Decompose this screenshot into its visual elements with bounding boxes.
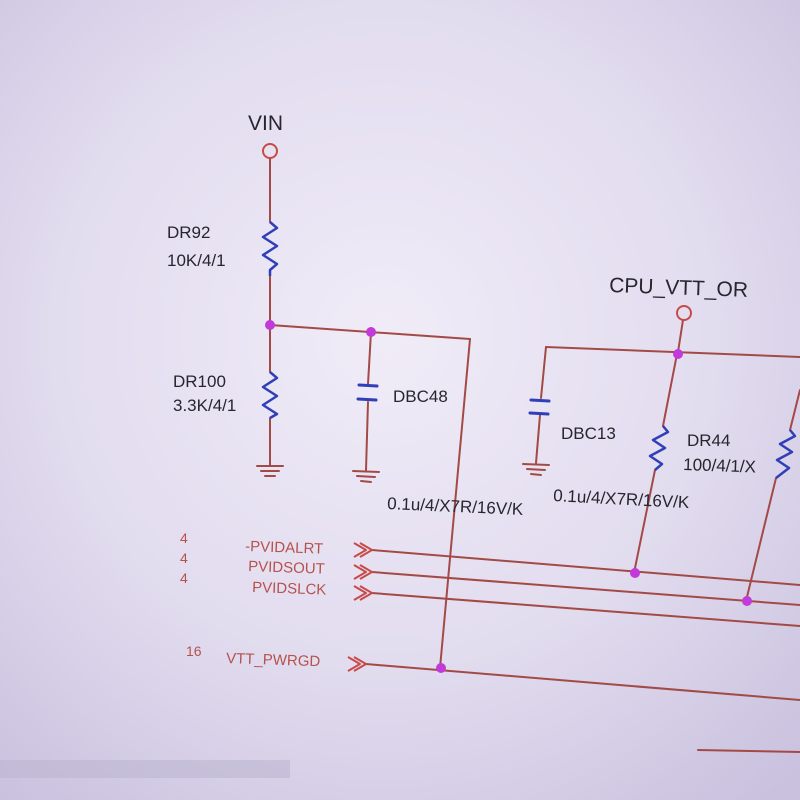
wire-cpu-vtt-drop xyxy=(677,319,684,353)
port-chevrons xyxy=(347,542,373,672)
junctions xyxy=(265,320,752,673)
ground-dbc13 xyxy=(522,463,550,476)
cpu-vtt-or-port-marker xyxy=(676,305,692,321)
wire-dbc48-top xyxy=(367,331,372,385)
dr92-resistor-symbol xyxy=(261,221,279,276)
port-name-pvidalrt: -PVIDALRT xyxy=(245,538,324,558)
dbc48-plate-top xyxy=(357,383,379,388)
port-name-vtt-pwrgd: VTT_PWRGD xyxy=(226,650,321,670)
port-sheet-pvidslck: 4 xyxy=(180,570,188,586)
vtt-pwrgd-port-icon xyxy=(353,656,367,672)
dr44-ref: DR44 xyxy=(687,431,730,450)
capacitors xyxy=(356,383,551,416)
wire-pvidalrt xyxy=(371,549,800,586)
port-name-pvidsout: PVIDSOUT xyxy=(248,558,325,578)
vin-port-marker xyxy=(262,143,278,159)
dr92-ref: DR92 xyxy=(167,223,210,242)
dr100-value: 3.3K/4/1 xyxy=(173,396,236,415)
ground-dr100 xyxy=(256,465,284,477)
net-label-vin: VIN xyxy=(248,112,283,135)
port-name-pvidslck: PVIDSLCK xyxy=(252,579,327,599)
junction-cpu-vtt-node xyxy=(673,349,683,359)
bezel-shadow xyxy=(0,760,290,778)
dbc13-ref: DBC13 xyxy=(561,424,616,443)
wires xyxy=(269,157,800,753)
vtt-pwrgd-port-icon-inner xyxy=(347,656,361,672)
wire-dbc48-bottom xyxy=(365,401,369,471)
wire-bottom-stub xyxy=(697,749,800,753)
resistors xyxy=(261,221,797,479)
pvidslck-port-icon xyxy=(359,585,373,601)
dr44-value: 100/4/1/X xyxy=(683,455,756,477)
junction-divider-node xyxy=(265,320,275,330)
wire-pvidslck xyxy=(371,592,800,627)
dbc48-ref: DBC48 xyxy=(393,387,448,406)
wire-pvidsout xyxy=(371,571,800,606)
right-resistor-symbol xyxy=(775,429,797,479)
pvidalrt-port-icon xyxy=(359,542,373,558)
dr100-ref: DR100 xyxy=(173,372,226,391)
grounds xyxy=(256,463,550,483)
junction-pvidslck-right xyxy=(742,596,752,606)
wire-long-vertical xyxy=(439,338,471,669)
wire-dr44-top xyxy=(662,353,678,427)
dbc48-plate-bottom xyxy=(356,397,378,402)
wire-cpu-vtt-rail xyxy=(545,346,800,358)
dbc13-plate-top xyxy=(529,398,551,403)
wire-dr44-bottom xyxy=(633,469,656,574)
net-label-cpu-vtt-or: CPU_VTT_OR xyxy=(609,274,749,302)
junction-pvidsout-dr44 xyxy=(630,568,640,578)
dr100-resistor-symbol xyxy=(261,371,279,420)
dr44-resistor-symbol xyxy=(648,425,670,471)
port-sheet-pvidsout: 4 xyxy=(180,550,188,566)
wire-dbc13-bottom xyxy=(535,414,541,464)
dr92-value: 10K/4/1 xyxy=(167,251,226,270)
junction-dbc48-node xyxy=(366,327,376,337)
pvidslck-port-icon-inner xyxy=(353,585,367,601)
port-sheet-vtt-pwrgd: 16 xyxy=(186,643,202,659)
pvidsout-port-icon xyxy=(359,564,373,580)
dbc13-plate-bottom xyxy=(528,411,550,416)
ground-dbc48 xyxy=(352,470,380,483)
junction-vtt-pwrgd xyxy=(436,663,446,673)
pvidsout-port-icon-inner xyxy=(353,564,367,580)
port-sheet-pvidalrt: 4 xyxy=(180,530,188,546)
wire-right-top xyxy=(789,389,800,431)
pvidalrt-port-icon-inner xyxy=(353,542,367,558)
wire-dbc13-top xyxy=(540,346,547,399)
